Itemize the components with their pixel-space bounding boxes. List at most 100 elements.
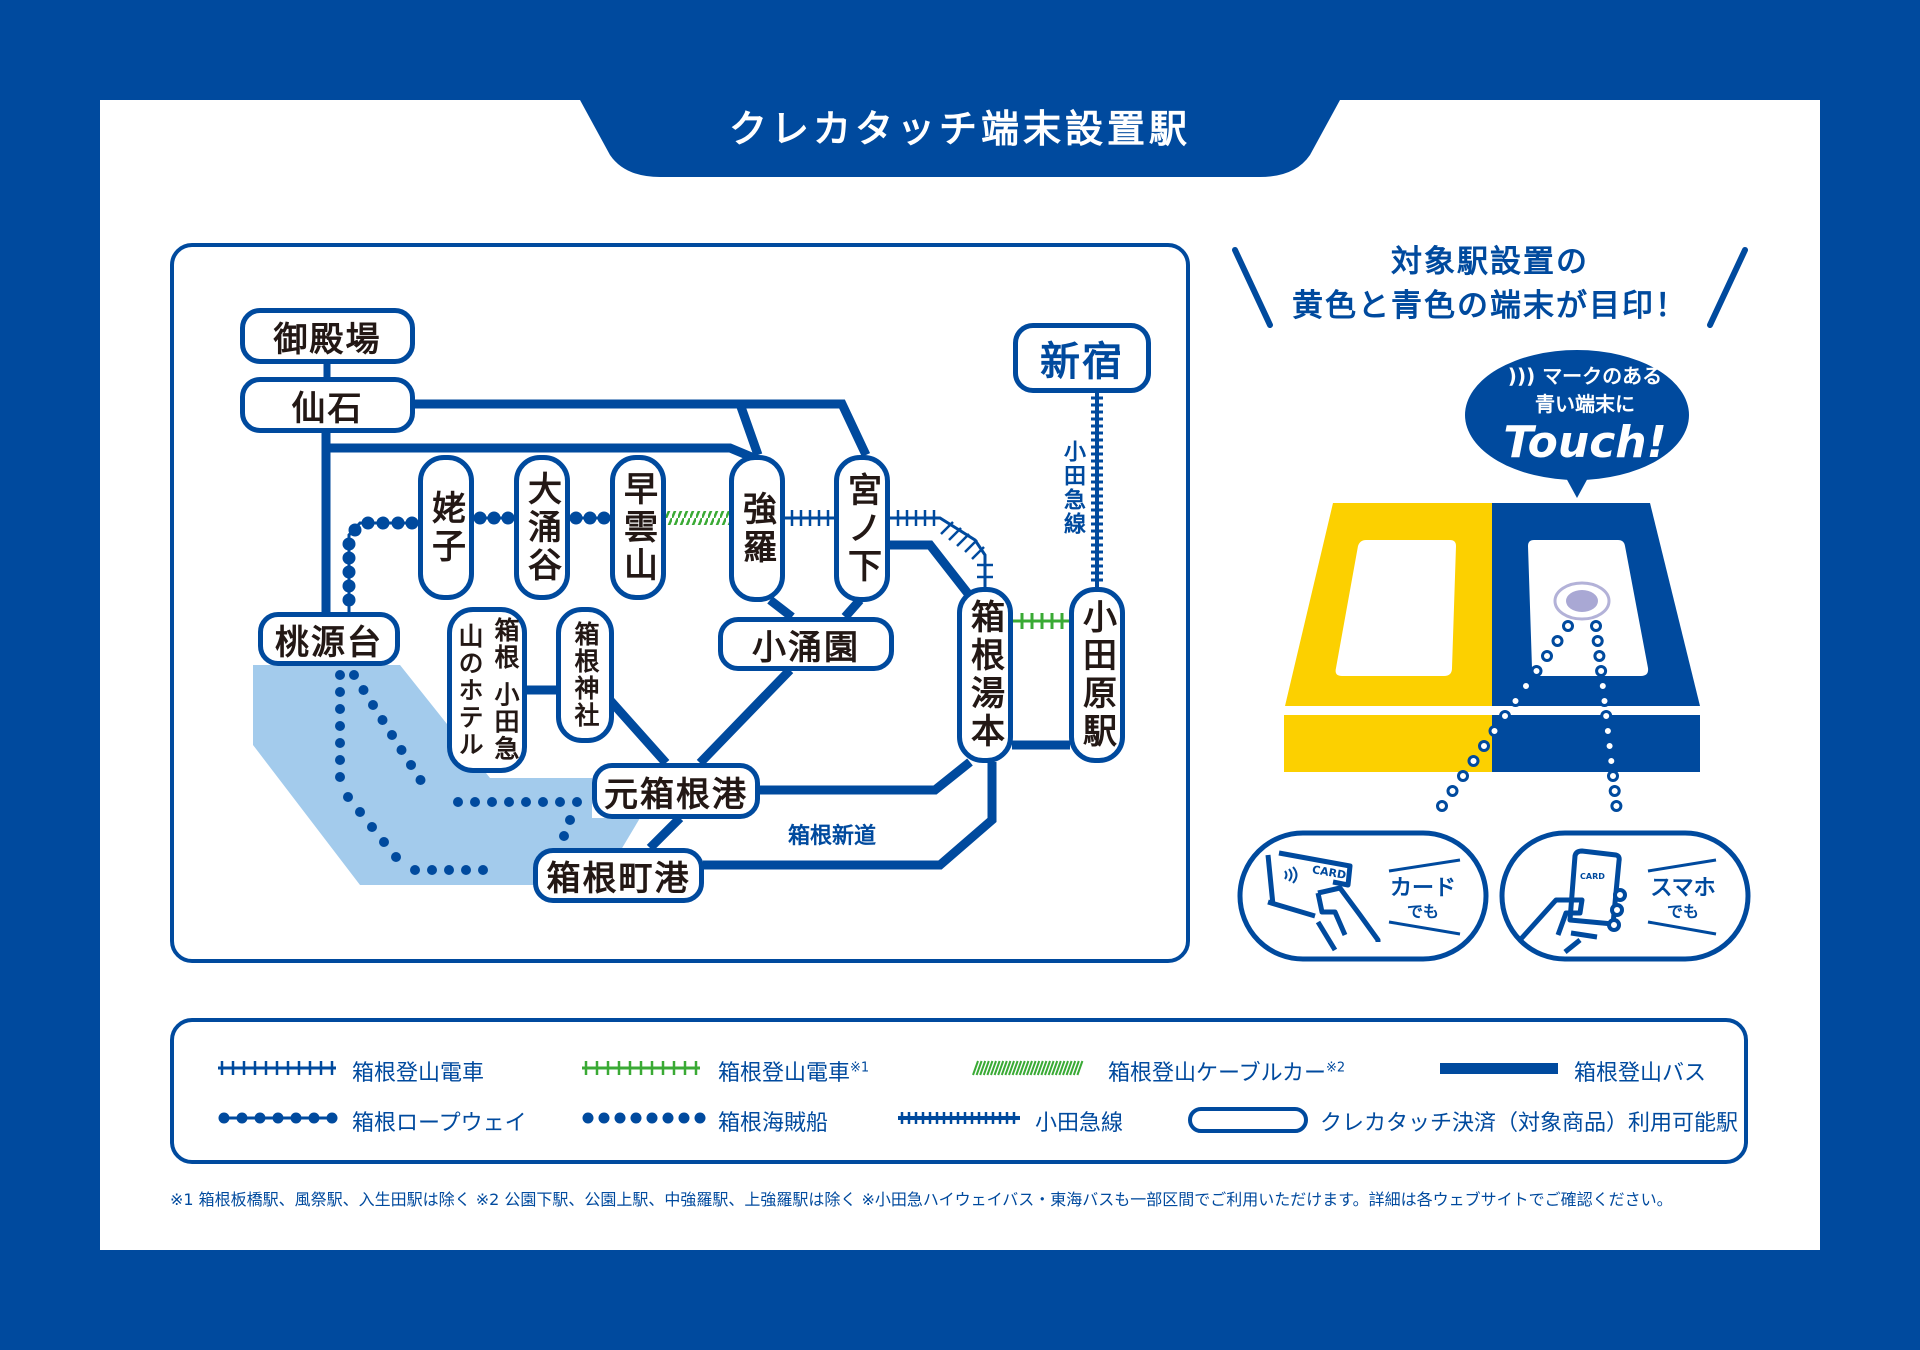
ship-dot bbox=[343, 792, 353, 802]
station-miyanoshita[interactable]: 宮ノ下 bbox=[834, 455, 890, 602]
station-hakonemachi[interactable]: 箱根町港 bbox=[533, 848, 704, 903]
chain-dot bbox=[1488, 725, 1501, 737]
ship-dot bbox=[572, 797, 582, 807]
ship-dot bbox=[387, 730, 397, 740]
ship-dot bbox=[453, 797, 463, 807]
legend-item-tozan-train: 箱根登山電車 bbox=[352, 1061, 485, 1086]
chain-dot bbox=[1446, 785, 1459, 797]
card-contactless-icon bbox=[1284, 866, 1298, 884]
station-shinjuku[interactable]: 新宿 bbox=[1013, 323, 1151, 393]
station-motohakone[interactable]: 元箱根港 bbox=[592, 763, 760, 819]
legend-hatch bbox=[1015, 1060, 1023, 1076]
ropeway-dot bbox=[342, 537, 356, 551]
chain-dot bbox=[1610, 800, 1623, 812]
ship-dot bbox=[335, 755, 345, 765]
ropeway-dot bbox=[597, 511, 611, 525]
ship-dot bbox=[335, 670, 345, 680]
ship-dot bbox=[379, 837, 389, 847]
legend-hatch bbox=[979, 1060, 987, 1076]
lake-ashi bbox=[253, 665, 640, 885]
station-odawara[interactable]: 小田原駅 bbox=[1069, 587, 1125, 763]
station-ubako[interactable]: 姥子 bbox=[418, 455, 474, 600]
legend-hatch bbox=[1036, 1060, 1044, 1076]
legend-ship-dot bbox=[694, 1112, 706, 1124]
odakyu-line-ticks bbox=[1091, 396, 1103, 582]
ship-dot bbox=[377, 715, 388, 725]
yama-hotel-line1: 箱根 小田急 bbox=[491, 617, 520, 763]
legend-bus-bar bbox=[1440, 1063, 1558, 1074]
ship-dot bbox=[396, 745, 407, 755]
rail-tick bbox=[940, 521, 954, 535]
legend-ship-dot bbox=[614, 1112, 626, 1124]
legend bbox=[170, 1018, 1748, 1164]
ship-dot bbox=[487, 797, 497, 807]
ship-dot bbox=[335, 687, 345, 697]
odakyu-line-label: 小田急線 bbox=[1060, 440, 1085, 536]
station-hakone-jinja[interactable]: 箱根神社 bbox=[556, 607, 614, 743]
chain-dot bbox=[1603, 740, 1616, 752]
ship-dot bbox=[427, 865, 437, 875]
ship-dot bbox=[478, 865, 488, 875]
legend-hatch bbox=[1011, 1060, 1019, 1076]
ship-dot bbox=[565, 815, 575, 825]
legend-station-box bbox=[1188, 1107, 1308, 1133]
chain-dot bbox=[1591, 635, 1604, 647]
promo-headline-line2: 黄色と青色の端末が目印！ bbox=[1292, 288, 1688, 324]
chain-dot bbox=[1509, 695, 1522, 707]
legend-hatch bbox=[1054, 1060, 1062, 1076]
legend-hatch bbox=[1076, 1060, 1084, 1076]
ropeway-dot bbox=[342, 593, 356, 607]
legend-ship-dot bbox=[678, 1112, 690, 1124]
legend-item-pirate-ship: 箱根海賊船 bbox=[718, 1111, 829, 1136]
station-kowakien[interactable]: 小涌園 bbox=[718, 617, 894, 671]
legend-hatch bbox=[1062, 1060, 1069, 1076]
station-owakudani[interactable]: 大涌谷 bbox=[514, 455, 570, 600]
chain-dot bbox=[1520, 680, 1532, 692]
chain-dot bbox=[1436, 800, 1448, 812]
station-togendai[interactable]: 桃源台 bbox=[258, 612, 400, 666]
ropeway-dot bbox=[473, 511, 487, 525]
legend-hatch bbox=[1022, 1060, 1030, 1076]
ship-dot bbox=[504, 797, 514, 807]
tozan-railway-ticks bbox=[790, 510, 993, 579]
chain-dot bbox=[1601, 725, 1614, 737]
footnote: ※1 箱根板橋駅、風祭駅、入生田駅は除く ※2 公園下駅、公園上駅、中強羅駅、上… bbox=[170, 1190, 1673, 1209]
bus-lines bbox=[321, 363, 1070, 870]
station-sounzan[interactable]: 早雲山 bbox=[610, 455, 666, 600]
legend-item-bus: 箱根登山バス bbox=[1574, 1061, 1707, 1086]
legend-hatch bbox=[1051, 1060, 1059, 1076]
legend-hatch bbox=[1065, 1060, 1073, 1076]
legend-hatch bbox=[993, 1060, 1001, 1076]
legend-ship-dot bbox=[598, 1112, 610, 1124]
bubble-touch: Touch! bbox=[1503, 417, 1667, 468]
ship-dot bbox=[355, 807, 365, 817]
hakone-shindo-label: 箱根新道 bbox=[788, 824, 877, 849]
chain-dot bbox=[1607, 770, 1619, 782]
legend-hatch bbox=[975, 1060, 983, 1076]
legend-hatch bbox=[1044, 1060, 1051, 1076]
ropeway-dot bbox=[487, 511, 501, 525]
station-yama-hotel[interactable]: 箱根 小田急 山のホテル bbox=[447, 607, 527, 773]
legend-item-ropeway: 箱根ロープウェイ bbox=[352, 1111, 527, 1136]
legend-ropeway-dot bbox=[218, 1112, 230, 1124]
ship-dot bbox=[335, 704, 345, 714]
legend-hatch bbox=[1018, 1060, 1026, 1076]
bubble-line1: マークのある bbox=[1542, 364, 1663, 388]
ropeway-dot bbox=[342, 565, 356, 579]
legend-hatch bbox=[1000, 1060, 1008, 1076]
station-yumoto[interactable]: 箱根湯本 bbox=[957, 587, 1013, 763]
ship-dot bbox=[367, 822, 377, 832]
ship-dot bbox=[349, 670, 359, 680]
legend-ship-dot bbox=[582, 1112, 594, 1124]
ship-dot bbox=[461, 865, 471, 875]
station-sengoku[interactable]: 仙石 bbox=[240, 377, 415, 433]
station-gotemba[interactable]: 御殿場 bbox=[240, 308, 415, 364]
station-gora[interactable]: 強羅 bbox=[729, 455, 785, 602]
promo-headline-line1: 対象駅設置の bbox=[1391, 244, 1589, 280]
ropeway-line bbox=[342, 511, 611, 612]
legend-hatch bbox=[1040, 1060, 1048, 1076]
ship-dot bbox=[555, 797, 565, 807]
legend-hatch bbox=[986, 1060, 994, 1076]
